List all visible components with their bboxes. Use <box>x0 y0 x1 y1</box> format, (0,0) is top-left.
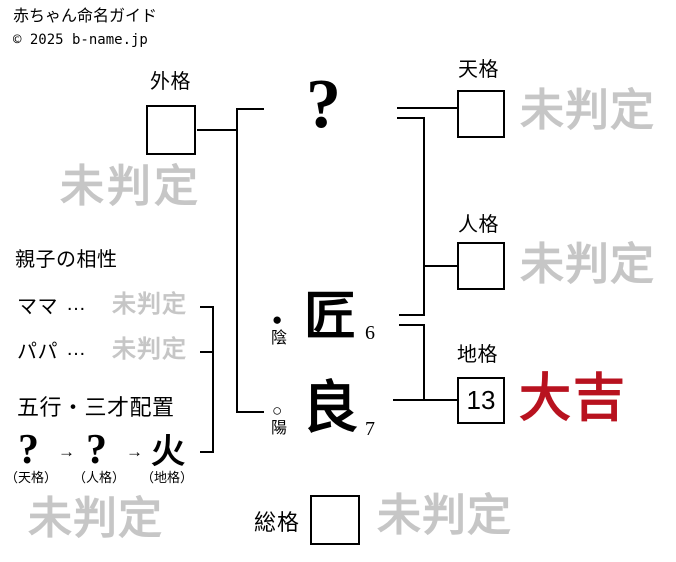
chikaku-result-text: 大吉 <box>519 371 628 428</box>
tenkaku-label: 天格 <box>458 59 499 81</box>
name-char-1: 匠 <box>304 289 357 346</box>
bracket-tick-papa <box>200 351 213 353</box>
name-char-1-strokes: 6 <box>365 322 375 344</box>
gogyo-title: 五行・三才配置 <box>17 395 175 420</box>
compatibility-title: 親子の相性 <box>15 249 118 271</box>
connector-surname-stub <box>236 108 264 110</box>
mama-result-watermark: 未判定 <box>112 292 187 318</box>
name-char-2-strokes: 7 <box>365 418 375 440</box>
gaikaku-result-watermark: 未判定 <box>60 162 201 211</box>
gogyo-arrow-1: → <box>58 442 75 461</box>
soukaku-label: 総格 <box>254 510 301 535</box>
connector-left-vertical <box>236 108 238 413</box>
soukaku-result-watermark: 未判定 <box>377 491 512 540</box>
connector-surname-down-stub <box>397 117 425 119</box>
tenkaku-result-watermark: 未判定 <box>520 86 655 135</box>
page-title: 赤ちゃん命名ガイド <box>13 8 158 25</box>
surname-unknown-char: ? <box>306 66 341 143</box>
yang-symbol: ○ <box>272 401 283 420</box>
papa-label: パパ <box>17 341 58 363</box>
connector-char1-top-stub <box>399 314 425 316</box>
gogyo-arrow-2: → <box>126 442 143 461</box>
jinkaku-box <box>457 242 505 290</box>
gogyo-result-watermark: 未判定 <box>28 494 163 543</box>
bracket-tick-gogyo <box>200 451 213 453</box>
gogyo-ten-caption: （天格） <box>5 470 58 485</box>
gogyo-chi-element: 火 <box>151 434 185 471</box>
gogyo-jin-element: ? <box>86 427 107 473</box>
name-char-2: 良 <box>302 378 358 440</box>
connector-mid-vertical <box>423 117 425 316</box>
gogyo-chi-caption: （地格） <box>141 470 194 485</box>
connector-jinkaku <box>423 265 457 267</box>
connector-chikaku <box>393 399 457 401</box>
yin-label: 陰 <box>271 330 288 347</box>
soukaku-box <box>310 495 360 545</box>
copyright-text: © 2025 b-name.jp <box>13 32 148 48</box>
connector-tenkaku <box>397 107 457 109</box>
chikaku-label: 地格 <box>457 344 498 366</box>
bracket-vertical <box>212 306 214 453</box>
mama-dots: … <box>66 293 87 315</box>
yang-label: 陽 <box>271 420 288 437</box>
chikaku-box: 13 <box>457 377 505 424</box>
gaikaku-label: 外格 <box>150 71 191 93</box>
connector-lower-vertical <box>423 324 425 401</box>
gogyo-jin-caption: （人格） <box>73 470 126 485</box>
connector-char1-bottom-stub <box>399 324 425 326</box>
gaikaku-box <box>146 105 196 155</box>
papa-dots: … <box>66 338 87 360</box>
yin-symbol: ● <box>272 310 283 329</box>
mama-label: ママ <box>17 296 58 318</box>
gogyo-ten-element: ? <box>18 427 39 473</box>
jinkaku-label: 人格 <box>458 214 499 236</box>
connector-gaikaku <box>197 129 237 131</box>
connector-yang-stub <box>236 411 264 413</box>
jinkaku-result-watermark: 未判定 <box>520 240 655 289</box>
papa-result-watermark: 未判定 <box>112 337 187 363</box>
bracket-tick-mama <box>200 306 213 308</box>
tenkaku-box <box>457 90 505 138</box>
